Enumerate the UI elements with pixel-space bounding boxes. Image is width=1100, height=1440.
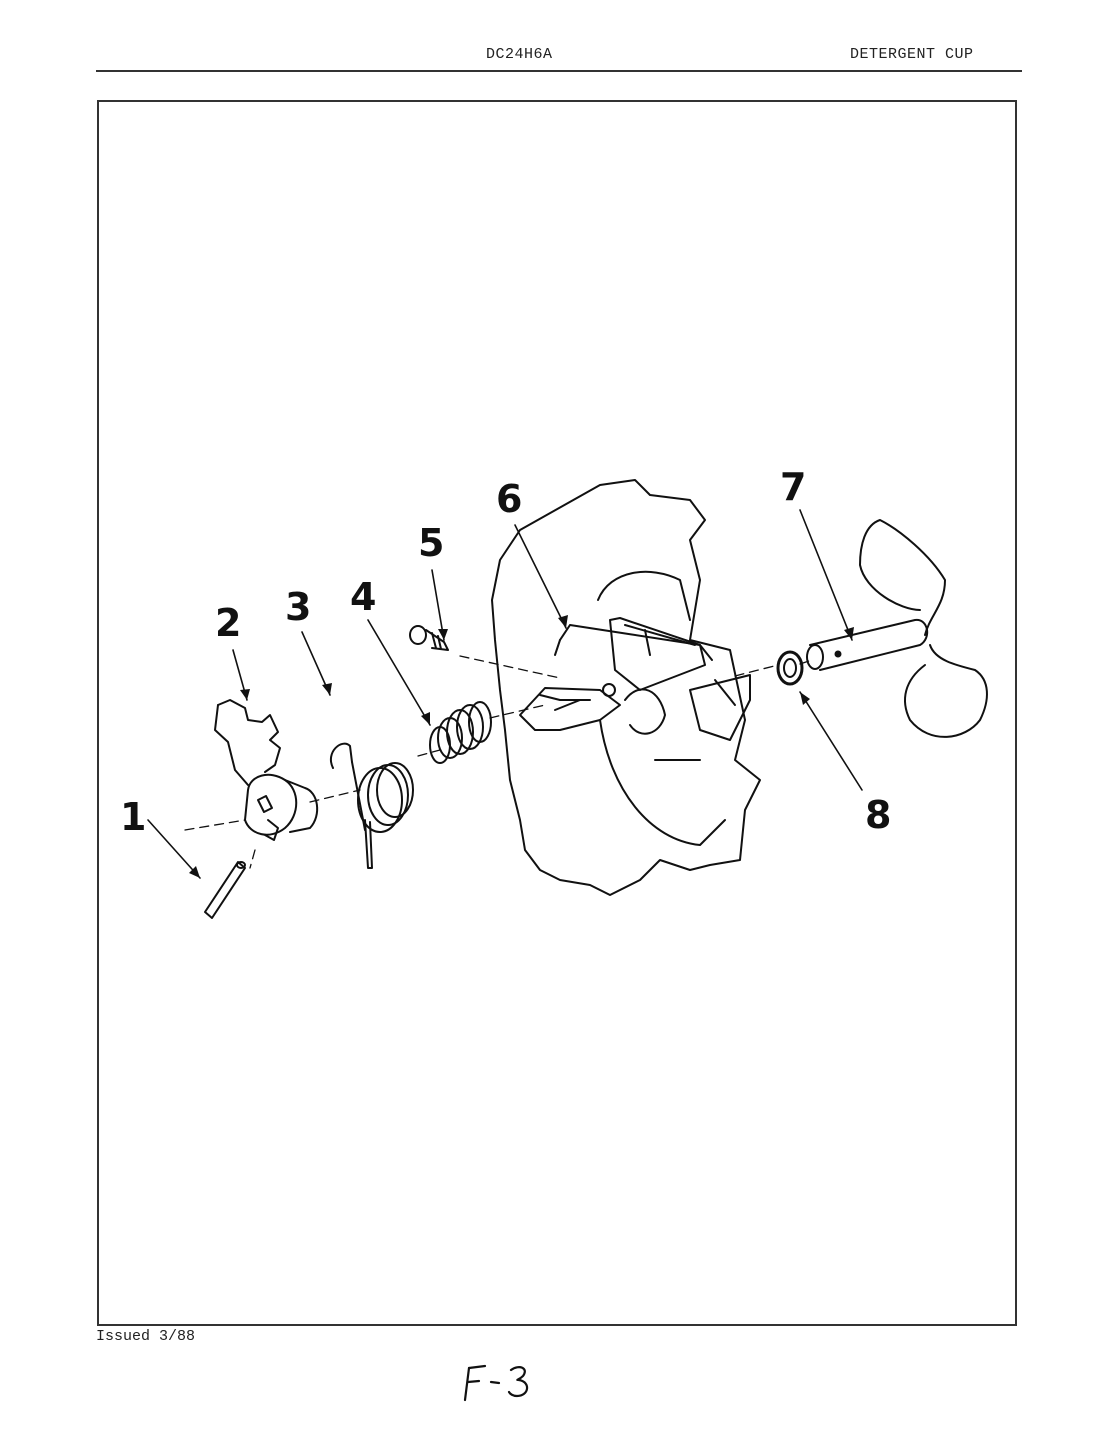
screw-part [409, 625, 449, 651]
callout-5: 5 [418, 521, 444, 565]
cam-lever-part [214, 699, 319, 841]
handwritten-page-mark [463, 1364, 529, 1402]
torsion-spring-part [330, 742, 414, 869]
callout-leaders [147, 509, 863, 879]
callout-8: 8 [865, 793, 891, 837]
header-divider [96, 70, 1022, 72]
shaft-and-paddle-part [806, 519, 988, 738]
cup-housing-part [491, 479, 761, 896]
callout-4: 4 [350, 575, 376, 619]
callout-arrowheads [189, 615, 854, 878]
washer-part [776, 650, 804, 686]
callout-7: 7 [780, 465, 806, 509]
section-title: DETERGENT CUP [850, 46, 974, 63]
callout-numbers: 1 2 3 4 5 6 7 8 [120, 465, 891, 839]
diagram-frame [97, 100, 1017, 1326]
compression-spring-part [429, 701, 492, 764]
callout-3: 3 [285, 585, 311, 629]
assembly-axis-lines [184, 655, 813, 869]
callout-6: 6 [496, 477, 522, 521]
issue-date: Issued 3/88 [96, 1328, 196, 1345]
pin-part [204, 861, 246, 919]
model-number: DC24H6A [486, 46, 553, 63]
callout-1: 1 [120, 795, 146, 839]
callout-2: 2 [215, 601, 241, 645]
